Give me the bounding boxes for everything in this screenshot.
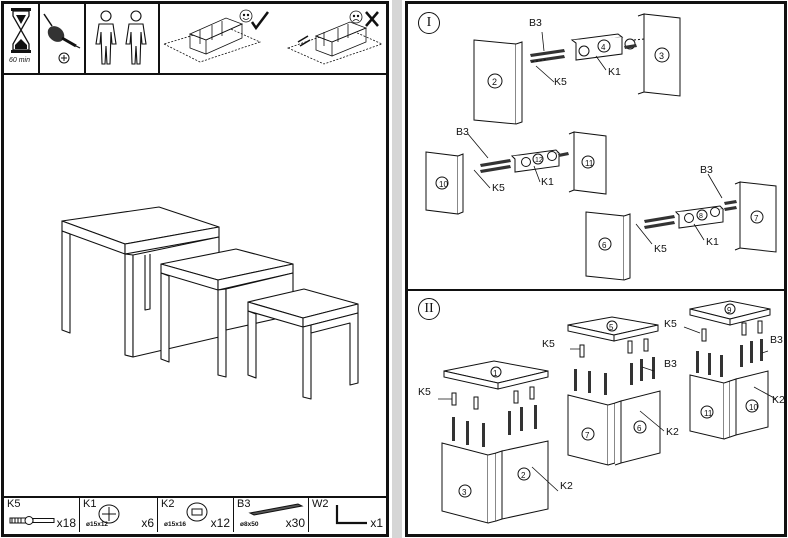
tool-cell (40, 4, 86, 73)
part-w2: W2 x1 (309, 498, 386, 532)
svg-text:3: 3 (659, 51, 664, 61)
allen-key-icon (335, 505, 367, 525)
label-k2: K2 (772, 394, 785, 406)
part-b3: B3 ø8x50 x30 (234, 498, 309, 532)
svg-text:11: 11 (704, 409, 713, 418)
label-b3: B3 (700, 164, 713, 176)
part-code: B3 (237, 498, 251, 510)
step-divider (408, 289, 784, 291)
svg-text:10: 10 (439, 180, 448, 189)
parts-list: K5 x18 K1 ø15x12 x6 (4, 496, 386, 534)
label-b3: B3 (664, 358, 677, 370)
step-1-numeral: I (418, 12, 440, 34)
part-qty: x30 (285, 516, 305, 530)
hourglass-icon (11, 8, 31, 53)
assembly-page: I 2 4 3 10 12 11 (405, 1, 787, 537)
info-header: 60 min (4, 4, 386, 75)
part-k1: K1 ø15x12 x6 (80, 498, 158, 532)
label-k5: K5 (492, 182, 505, 194)
time-cell: 60 min (4, 4, 40, 73)
svg-text:7: 7 (754, 214, 759, 223)
step-2-diagram: 1 3 2 5 7 6 9 11 (438, 300, 777, 524)
svg-text:8: 8 (699, 213, 703, 220)
part-code: K5 (7, 498, 21, 510)
label-k2: K2 (560, 480, 573, 492)
cam-lock-icon (98, 504, 120, 524)
two-persons-icon (95, 10, 147, 65)
label-k5: K5 (418, 386, 431, 398)
svg-text:6: 6 (637, 424, 642, 433)
part-qty: x18 (56, 516, 76, 530)
workspace-cell (160, 4, 386, 73)
svg-text:6: 6 (602, 241, 607, 250)
svg-text:1: 1 (493, 369, 498, 378)
svg-text:11: 11 (585, 159, 594, 168)
label-k1: K1 (541, 176, 554, 188)
page-gutter (392, 0, 402, 538)
dowel-screw-icon (9, 516, 55, 525)
label-b3: B3 (770, 334, 783, 346)
svg-text:7: 7 (585, 431, 590, 440)
panel-number: 2 (492, 77, 497, 87)
part-k2: K2 ø15x16 x12 (158, 498, 234, 532)
part-code: K1 (83, 498, 97, 510)
step-2-numeral: II (418, 298, 440, 320)
persons-cell (86, 4, 160, 73)
screwdriver-icon (43, 13, 81, 64)
part-code: K2 (161, 498, 175, 510)
step-1-diagram: 2 4 3 10 12 11 (425, 13, 777, 281)
part-code: W2 (312, 498, 329, 510)
svg-text:10: 10 (749, 403, 758, 412)
label-k5: K5 (664, 318, 677, 330)
label-k5: K5 (654, 243, 667, 255)
part-qty: x12 (210, 516, 230, 530)
workspace-comparison-icon (162, 9, 384, 65)
label-k5: K5 (542, 338, 555, 350)
part-size: ø15x16 (164, 521, 187, 528)
time-label: 60 min (9, 57, 31, 64)
part-qty: x6 (141, 516, 154, 530)
part-size: ø8x50 (240, 521, 259, 528)
svg-text:2: 2 (521, 471, 526, 480)
label-k1: K1 (608, 66, 621, 78)
part-qty: x1 (370, 516, 383, 530)
wooden-dowel-icon (248, 503, 304, 516)
label-k5: K5 (554, 76, 567, 88)
label-b3: B3 (456, 126, 469, 138)
svg-text:5: 5 (609, 323, 614, 332)
svg-text:3: 3 (462, 488, 467, 497)
svg-text:9: 9 (727, 306, 732, 315)
label-k1: K1 (706, 236, 719, 248)
part-k5: K5 x18 (4, 498, 80, 532)
svg-text:12: 12 (535, 157, 543, 164)
svg-text:4: 4 (601, 43, 606, 52)
part-size: ø15x12 (86, 521, 109, 528)
label-k2: K2 (666, 426, 679, 438)
overview-page: 60 min (1, 1, 389, 537)
cam-lock-icon (186, 502, 208, 522)
label-b3: B3 (529, 17, 542, 29)
nesting-tables-illustration (61, 206, 359, 400)
